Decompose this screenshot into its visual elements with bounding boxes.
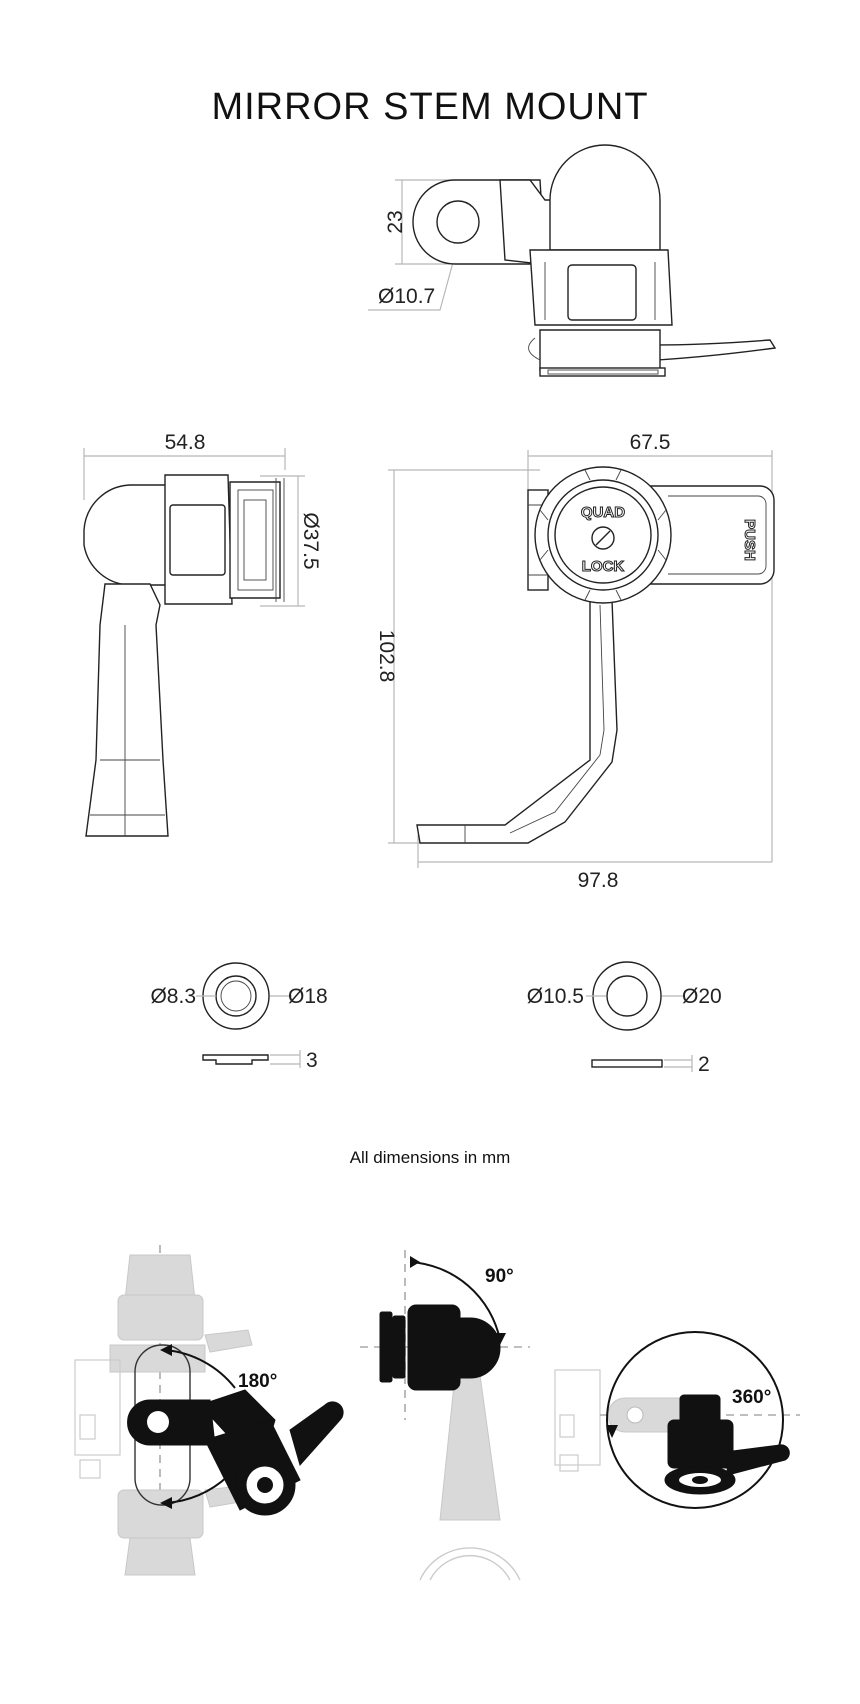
dim-washer2-outer: Ø20 (682, 985, 722, 1008)
dim-top-height: 23 (384, 210, 407, 233)
rotation-360-label: 360° (732, 1387, 771, 1408)
dim-side-width: 54.8 (165, 431, 206, 454)
dim-top-hole: Ø10.7 (378, 285, 435, 308)
rotation-180-label: 180° (238, 1371, 277, 1392)
dim-washer2-thickness: 2 (698, 1053, 710, 1076)
dim-washer1-thickness: 3 (306, 1049, 318, 1072)
page-title: MIRROR STEM MOUNT (211, 86, 649, 128)
dim-front-width: 67.5 (630, 431, 671, 454)
dim-front-total: 97.8 (578, 869, 619, 892)
washer-1: Ø8.3 Ø18 3 (150, 962, 328, 1072)
units-note: All dimensions in mm (349, 1148, 511, 1167)
rotation-180-illustration: 180° (74, 1245, 344, 1580)
washer-2: Ø10.5 Ø20 2 (527, 961, 722, 1076)
front-view: 67.5 102.8 97.8 PUSH QUAD LOCK (375, 431, 775, 892)
rotation-360-illustration: 360° (554, 1331, 800, 1509)
rotation-90-illustration: 90° (360, 1250, 530, 1581)
top-view: 23 Ø10.7 (368, 144, 777, 377)
rotation-90-label: 90° (485, 1266, 514, 1287)
lock-logo-text: LOCK (582, 558, 625, 575)
push-logo-text: PUSH (741, 519, 758, 561)
dim-washer2-inner: Ø10.5 (527, 985, 584, 1008)
dim-front-height: 102.8 (375, 630, 398, 683)
dim-washer1-outer: Ø18 (288, 985, 328, 1008)
dim-washer1-inner: Ø8.3 (150, 985, 196, 1008)
dim-side-diameter: Ø37.5 (299, 512, 322, 569)
side-view: 54.8 Ø37.5 (83, 431, 322, 837)
quad-logo-text: QUAD (581, 504, 625, 521)
